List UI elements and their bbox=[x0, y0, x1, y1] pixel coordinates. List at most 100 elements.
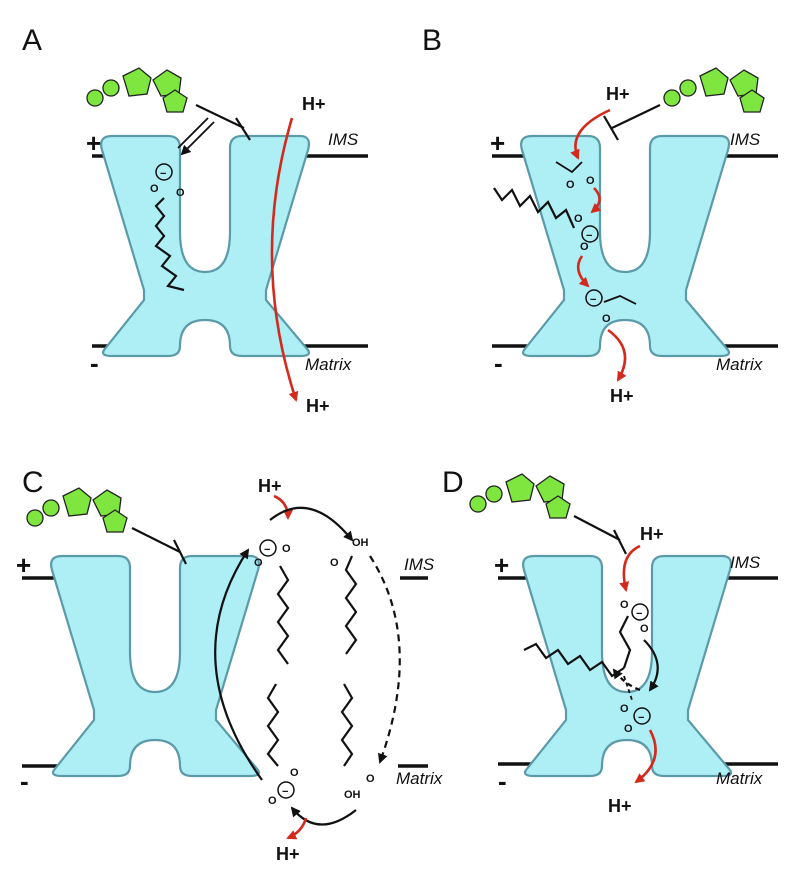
panel-letter: C bbox=[22, 466, 44, 499]
acetate-group bbox=[603, 295, 637, 305]
protonation-arrow bbox=[269, 506, 354, 542]
positive-sign: + bbox=[490, 128, 505, 158]
oxygen-label: O bbox=[150, 183, 159, 195]
matrix-label: Matrix bbox=[305, 355, 352, 374]
hydroxyl-label: OH bbox=[352, 537, 369, 549]
proton-arrow bbox=[570, 108, 611, 160]
oxygen-label: O bbox=[586, 175, 595, 187]
anion-transport-arrow bbox=[214, 548, 263, 781]
proton-label-ims: H+ bbox=[640, 524, 664, 544]
fatty-acid-chain bbox=[266, 683, 280, 767]
proton-label-matrix: H+ bbox=[276, 844, 300, 864]
charge-sign: − bbox=[586, 230, 592, 242]
panel-b: B + - IMS Matrix H+ H+ O O − O O − O bbox=[422, 24, 778, 406]
fatty-acid-chain bbox=[493, 187, 576, 229]
oxygen-label: O bbox=[624, 723, 633, 735]
return-arrow bbox=[612, 668, 641, 692]
charge-sign: − bbox=[590, 294, 596, 306]
panel-d: D + - IMS Matrix H+ H+ O − O O − O bbox=[442, 466, 778, 816]
inhibitor-molecule bbox=[469, 473, 571, 519]
transport-arrow bbox=[180, 121, 215, 156]
oxygen-label: O bbox=[640, 623, 649, 635]
proton-arrow bbox=[590, 187, 602, 214]
transport-arrow bbox=[177, 117, 209, 149]
ims-label: IMS bbox=[730, 130, 761, 149]
positive-sign: + bbox=[494, 550, 509, 580]
charge-circle bbox=[633, 707, 651, 725]
inhibitor-molecule bbox=[86, 67, 188, 113]
inhibition-bar bbox=[613, 529, 627, 555]
ims-label: IMS bbox=[404, 555, 435, 574]
oxygen-label: O bbox=[620, 599, 629, 611]
proton-leak-arrow bbox=[270, 117, 299, 402]
panel-letter: A bbox=[22, 24, 42, 57]
positive-sign: + bbox=[16, 550, 31, 580]
negative-sign: - bbox=[20, 766, 29, 796]
oxygen-label: O bbox=[268, 795, 277, 807]
fatty-acid-chain bbox=[618, 615, 632, 669]
charge-sign: − bbox=[638, 712, 644, 724]
fatty-acid-chain bbox=[344, 555, 358, 655]
flip-arrow bbox=[643, 639, 659, 692]
proton-arrow bbox=[286, 817, 308, 840]
charge-circle bbox=[155, 163, 173, 181]
charge-circle bbox=[585, 289, 603, 307]
charge-circle bbox=[631, 603, 649, 621]
proton-label-ims: H+ bbox=[606, 84, 630, 104]
fatty-acid-chain bbox=[154, 197, 185, 292]
proton-arrow bbox=[619, 544, 641, 592]
proton-label-matrix: H+ bbox=[608, 796, 632, 816]
charge-sign: − bbox=[282, 786, 288, 798]
inhibition-bar bbox=[173, 539, 187, 565]
hydroxyl-label: OH bbox=[344, 789, 361, 801]
inhibitor-molecule bbox=[663, 67, 765, 113]
panel-letter: D bbox=[442, 466, 464, 499]
deprotonation-arrow bbox=[290, 806, 357, 826]
panel-c: C + - IMS Matrix H+ H+ − O O OH O − O O … bbox=[16, 466, 443, 864]
panel-a: A + - IMS Matrix − O O H+ H+ bbox=[22, 24, 368, 416]
inhibition-line bbox=[131, 527, 181, 553]
ims-label: IMS bbox=[730, 553, 761, 572]
inhibition-line bbox=[195, 104, 245, 129]
oxygen-label: O bbox=[574, 213, 583, 225]
oxygen-label: O bbox=[254, 557, 263, 569]
fatty-acid-chain bbox=[523, 642, 625, 678]
matrix-label: Matrix bbox=[396, 769, 443, 788]
ims-label: IMS bbox=[328, 130, 359, 149]
oxygen-label: O bbox=[602, 313, 611, 325]
oxygen-label: O bbox=[290, 767, 299, 779]
proton-label-ims: H+ bbox=[302, 94, 326, 114]
proton-arrow bbox=[576, 255, 590, 288]
proton-label-matrix: H+ bbox=[306, 396, 330, 416]
charge-circle bbox=[581, 225, 599, 243]
ucp-channel bbox=[520, 134, 731, 358]
proton-arrow bbox=[607, 328, 627, 382]
oxygen-label: O bbox=[330, 557, 339, 569]
oxygen-label: O bbox=[282, 543, 291, 555]
matrix-label: Matrix bbox=[716, 355, 763, 374]
oxygen-label: O bbox=[176, 187, 185, 199]
proton-label-ims: H+ bbox=[258, 476, 282, 496]
charge-sign: − bbox=[264, 544, 270, 556]
inhibition-bar bbox=[235, 117, 251, 141]
negative-sign: - bbox=[498, 766, 507, 796]
negative-sign: - bbox=[90, 348, 99, 378]
charge-circle bbox=[259, 539, 277, 557]
acetate-group bbox=[555, 161, 583, 174]
fatty-acid-chain bbox=[276, 565, 290, 665]
positive-sign: + bbox=[86, 128, 101, 158]
proton-arrow bbox=[634, 729, 657, 784]
inhibition-bar bbox=[603, 115, 619, 141]
inhibition-line bbox=[573, 515, 621, 541]
proton-arrow bbox=[273, 494, 293, 520]
dashed-bond bbox=[623, 675, 633, 701]
charge-sign: − bbox=[160, 168, 166, 180]
oxygen-label: O bbox=[620, 703, 629, 715]
charge-circle bbox=[277, 781, 295, 799]
inhibition-line bbox=[611, 104, 661, 129]
panel-letter: B bbox=[422, 24, 442, 57]
oxygen-label: O bbox=[366, 773, 375, 785]
charge-sign: − bbox=[636, 608, 642, 620]
oxygen-label: O bbox=[580, 241, 589, 253]
